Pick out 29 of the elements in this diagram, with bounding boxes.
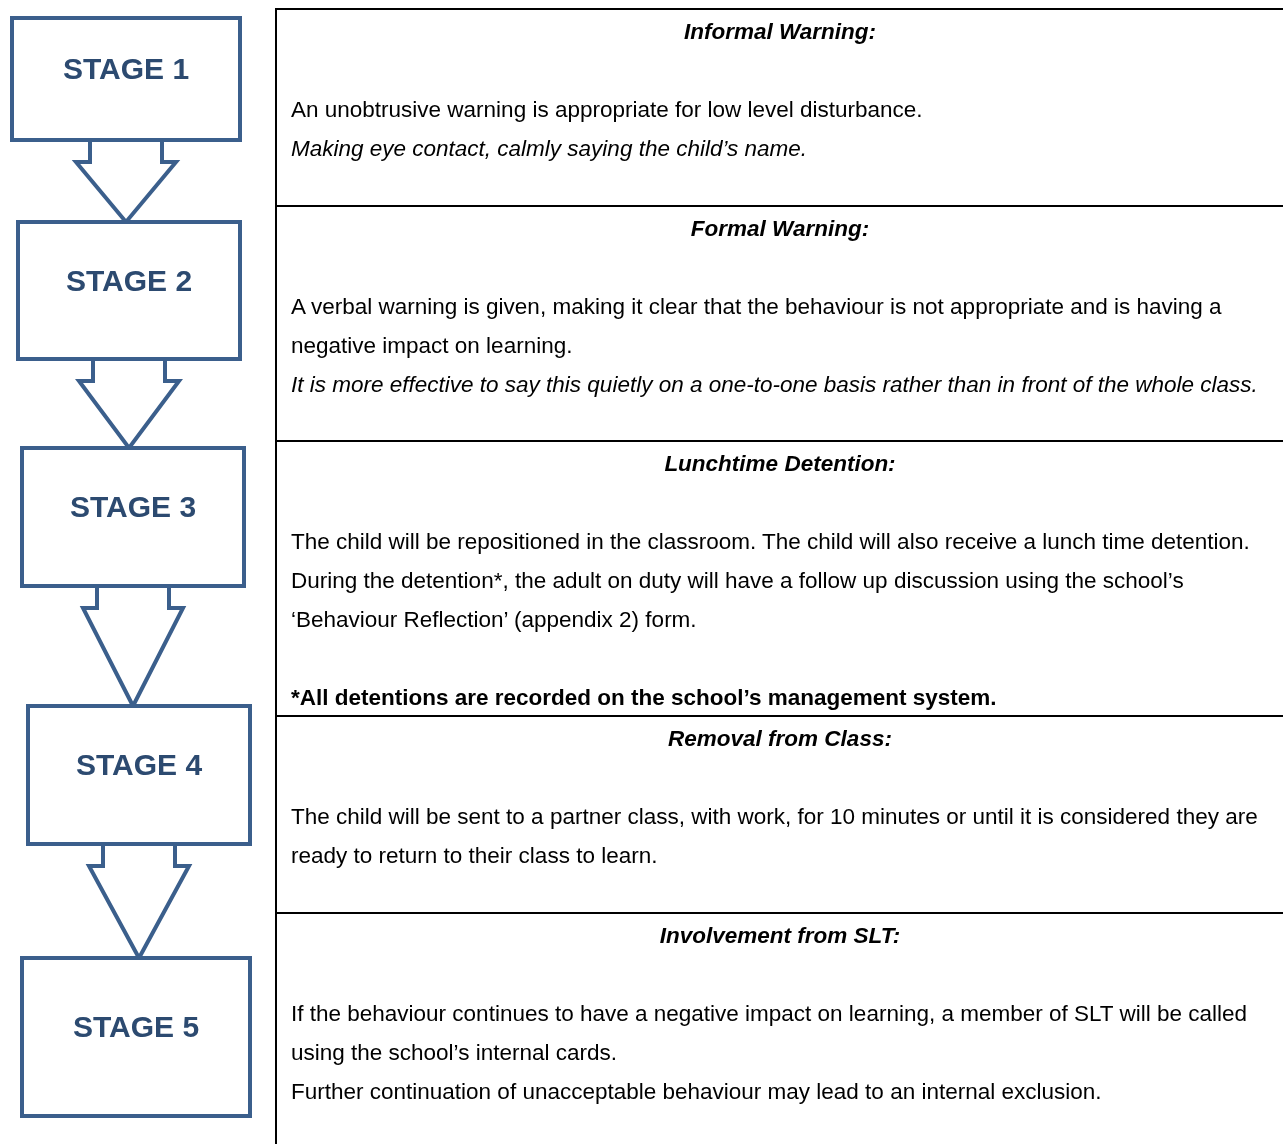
stage-label: STAGE 5 (72, 1010, 200, 1044)
row-heading: Formal Warning: (689, 215, 871, 243)
row-heading: Lunchtime Detention: (663, 450, 897, 478)
stage-box (16, 220, 242, 361)
row-text: Making eye contact, calmly saying the child’s name. (291, 135, 809, 163)
row-text: The child will be sent to a partner class, with work, for 10 minutes or until it is considered they are ready to return to their class to learn. (291, 803, 1259, 870)
row-heading: Informal Warning: (682, 18, 878, 46)
table-row (275, 715, 1283, 912)
stage-box (20, 956, 252, 1118)
row-heading: Involvement from SLT: (658, 922, 902, 950)
stage-box (20, 446, 246, 588)
row-text: A verbal warning is given, making it clear that the behaviour is not appropriate and is having a negative impact on learning. (291, 293, 1223, 360)
stage-label: STAGE 2 (65, 263, 193, 298)
row-text: Further continuation of unacceptable behaviour may lead to an internal exclusion. (291, 1078, 1103, 1106)
table-row (275, 912, 1283, 1144)
row-text: An unobtrusive warning is appropriate for low level disturbance. (291, 96, 924, 124)
stage-label: STAGE 1 (62, 52, 190, 86)
table-row (275, 440, 1283, 715)
stage-box (26, 704, 252, 846)
row-text: *All detentions are recorded on the school’s management system. (291, 684, 998, 712)
table-row (275, 205, 1283, 440)
stage-box (10, 16, 242, 142)
row-heading: Removal from Class: (667, 725, 893, 753)
stage-label: STAGE 3 (69, 490, 197, 524)
row-text: The child will be repositioned in the classroom. The child will also receive a lunch time detention. During the detention*, the adult on duty will have a follow up discussion using the school’s ‘Behaviour Reflection’ (appendix 2) form. (291, 528, 1251, 634)
stage-label: STAGE 4 (75, 748, 203, 782)
table-row (275, 8, 1283, 205)
row-text: It is more effective to say this quietly on a one-to-one basis rather than in front of the whole class. (291, 371, 1259, 399)
row-text: If the behaviour continues to have a negative impact on learning, a member of SLT will be called using the school’s internal cards. (291, 1000, 1248, 1067)
